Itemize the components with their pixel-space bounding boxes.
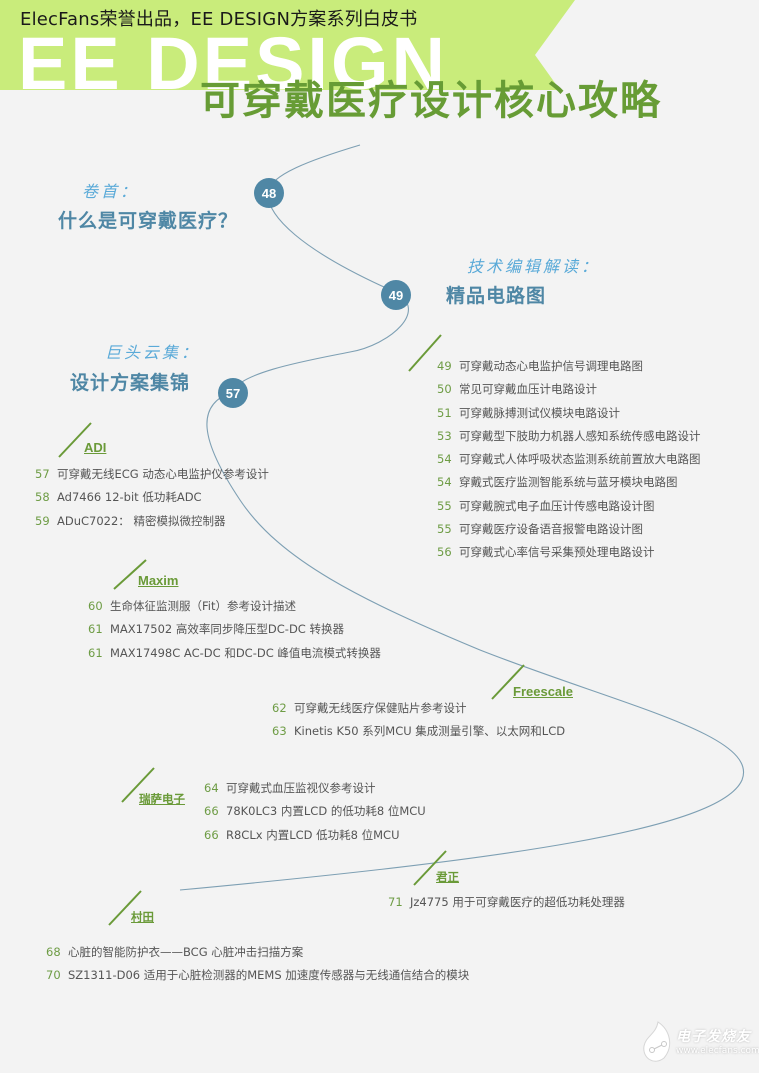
vendor-heading-ingenic[interactable]: 君正	[436, 870, 459, 884]
vendor-heading-freescale[interactable]: Freescale	[513, 684, 573, 699]
page-badge-48[interactable]: 48	[254, 178, 284, 208]
slash-divider	[108, 890, 142, 926]
header-subtitle: ElecFans荣誉出品，EE DESIGN方案系列白皮书	[20, 9, 418, 30]
page-badge-57[interactable]: 57	[218, 378, 248, 408]
vendor-heading-murata[interactable]: 村田	[131, 910, 154, 924]
banner-background-shape	[0, 0, 575, 90]
section-title-design-solutions[interactable]: 设计方案集锦	[70, 372, 191, 394]
header-banner: EE DESIGN ElecFans荣誉出品，EE DESIGN方案系列白皮书	[0, 0, 759, 101]
section-title-circuits[interactable]: 精品电路图	[446, 285, 547, 307]
watermark-brand: 电子发烧友	[676, 1029, 751, 1045]
watermark-url: www.elecfans.com	[676, 1046, 759, 1056]
page-title: 可穿戴医疗设计核心攻略	[200, 78, 662, 124]
page-badge-49[interactable]: 49	[381, 280, 411, 310]
vendor-heading-maxim[interactable]: Maxim	[138, 573, 179, 588]
slash-divider	[413, 850, 447, 886]
elecfans-watermark: 电子发烧友 www.elecfans.com	[640, 1020, 759, 1065]
slash-divider	[408, 334, 442, 372]
section-label-giants: 巨头云集：	[105, 343, 201, 362]
slash-divider	[58, 422, 92, 458]
section-label-preface: 卷首：	[82, 182, 140, 201]
vendor-heading-renesas[interactable]: 瑞萨电子	[139, 792, 185, 806]
section-label-editor: 技术编辑解读：	[467, 257, 601, 276]
slash-divider	[121, 767, 155, 803]
elecfans-logo-icon	[643, 1021, 671, 1062]
vendor-heading-adi[interactable]: ADI	[84, 440, 107, 455]
slash-divider	[113, 559, 147, 590]
big-ee-design-text: EE DESIGN	[18, 22, 448, 105]
section-title-what-is-wearable[interactable]: 什么是可穿戴医疗？	[58, 210, 239, 232]
slash-divider	[491, 664, 525, 700]
